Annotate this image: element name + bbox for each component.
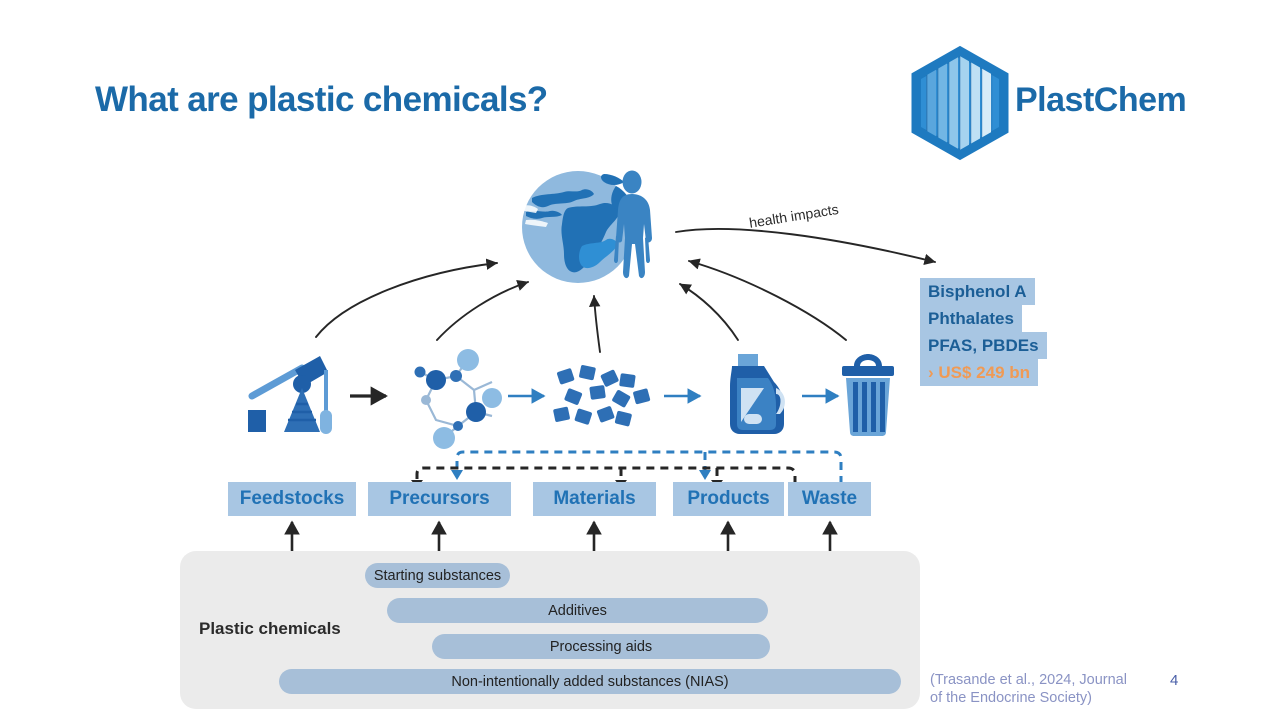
recycling-loops bbox=[411, 450, 843, 488]
panel-to-stage-arrows bbox=[284, 520, 838, 554]
emission-arrow-materials bbox=[588, 295, 601, 353]
chemical-group-processing-aids[interactable]: Processing aids bbox=[432, 634, 770, 659]
page-number: 4 bbox=[1170, 672, 1179, 689]
stage-label: Feedstocks bbox=[239, 488, 345, 509]
recycle-loop-blue bbox=[455, 450, 843, 484]
emission-arrow-feedstocks bbox=[315, 258, 498, 338]
plastchem-logo: PlastChem bbox=[905, 45, 1205, 161]
lifecycle-icon-row bbox=[240, 349, 894, 449]
hexagon-layers-icon bbox=[911, 45, 1009, 161]
stage-label: Products bbox=[687, 488, 770, 509]
pill-label: Non-intentionally added substances (NIAS… bbox=[451, 673, 729, 690]
chemical-group-starting-substances[interactable]: Starting substances bbox=[365, 563, 510, 588]
logo-text: PlastChem bbox=[1015, 81, 1187, 119]
callout-cost-line: › US$ 249 bn bbox=[920, 359, 1039, 386]
callout-line: Bisphenol A bbox=[920, 278, 1035, 305]
citation: (Trasande et al., 2024, Journal of the E… bbox=[930, 671, 1160, 707]
callout-line: Phthalates bbox=[920, 305, 1022, 332]
oil-pump-icon bbox=[248, 356, 332, 434]
pill-label: Processing aids bbox=[549, 638, 653, 655]
recycle-loop-black bbox=[415, 466, 797, 484]
pill-label: Additives bbox=[548, 602, 607, 619]
emission-arrow-waste bbox=[688, 258, 847, 341]
panel-label: Plastic chemicals bbox=[199, 619, 341, 638]
trash-bin-icon bbox=[842, 354, 894, 436]
stage-label: Materials bbox=[553, 488, 636, 509]
detergent-bottle-icon bbox=[730, 354, 785, 434]
pill-label: Starting substances bbox=[373, 567, 502, 584]
globe-icon bbox=[521, 171, 634, 283]
globe-person-group bbox=[520, 168, 670, 288]
stage-label: Waste bbox=[801, 488, 858, 509]
molecule-icon bbox=[414, 349, 502, 449]
emission-arrow-precursors bbox=[436, 279, 529, 341]
stage-feedstocks[interactable]: Feedstocks bbox=[228, 482, 356, 516]
health-impacts-label: health impacts bbox=[748, 200, 840, 231]
stage-products[interactable]: Products bbox=[673, 482, 784, 516]
stage-materials[interactable]: Materials bbox=[533, 482, 656, 516]
callout-line: PFAS, PBDEs bbox=[920, 332, 1047, 359]
plastic-pellets-icon bbox=[553, 365, 651, 427]
health-impacts-arrow bbox=[675, 228, 936, 265]
citation-line-2: of the Endocrine Society) bbox=[930, 690, 1093, 706]
stage-precursors[interactable]: Precursors bbox=[368, 482, 511, 516]
citation-line-1: (Trasande et al., 2024, Journal bbox=[930, 672, 1127, 688]
page-title: What are plastic chemicals? bbox=[95, 80, 548, 119]
human-silhouette-icon bbox=[614, 170, 652, 279]
chemical-examples-callout: Bisphenol A Phthalates PFAS, PBDEs › US$… bbox=[920, 278, 1047, 386]
stage-label: Precursors bbox=[389, 488, 490, 509]
chemical-group-nias[interactable]: Non-intentionally added substances (NIAS… bbox=[279, 669, 901, 694]
chemical-group-additives[interactable]: Additives bbox=[387, 598, 768, 623]
stage-waste[interactable]: Waste bbox=[788, 482, 871, 516]
recycle-arrowhead-blue bbox=[451, 470, 711, 480]
emission-arrow-products bbox=[679, 283, 739, 341]
